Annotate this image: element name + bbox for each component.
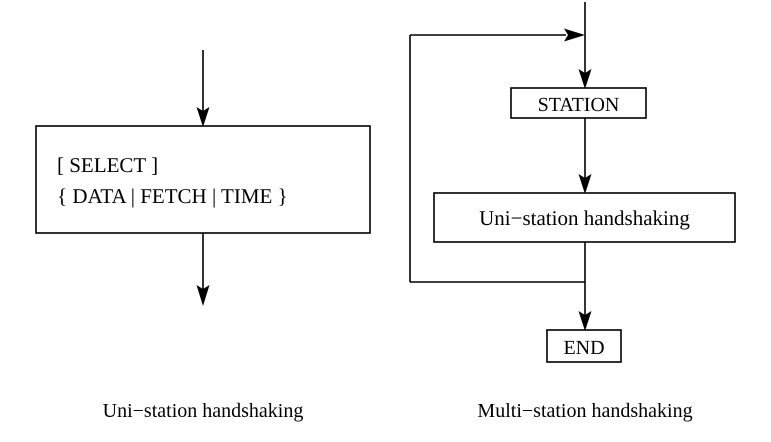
arrow-down-station-to-uni-station bbox=[578, 118, 592, 194]
station-box-label: STATION bbox=[538, 94, 620, 116]
arrow-down-into-select-box bbox=[196, 50, 210, 127]
select-process-box bbox=[35, 125, 371, 234]
arrow-down-into-station bbox=[578, 2, 592, 89]
uni-station-subprocess-label: Uni−station handshaking bbox=[479, 206, 690, 230]
select-box-line-1: [ SELECT ] bbox=[57, 153, 158, 177]
uni-station-subprocess-box bbox=[433, 192, 736, 243]
left-diagram-caption: Uni−station handshaking bbox=[103, 400, 304, 422]
end-box-label: END bbox=[563, 337, 604, 359]
multi-station-handshaking-diagram: STATION Uni−station handshaking END Mult… bbox=[409, 2, 736, 422]
arrow-down-out-of-select-box bbox=[196, 233, 210, 306]
right-diagram-caption: Multi−station handshaking bbox=[477, 400, 692, 422]
select-box-line-2: { DATA | FETCH | TIME } bbox=[57, 184, 288, 208]
end-box bbox=[546, 329, 622, 363]
uni-station-handshaking-diagram: [ SELECT ] { DATA | FETCH | TIME } Uni−s… bbox=[35, 50, 371, 422]
arrow-right-loop-back-to-trunk bbox=[409, 28, 585, 283]
station-box bbox=[510, 87, 647, 119]
arrow-down-to-end bbox=[578, 242, 592, 331]
